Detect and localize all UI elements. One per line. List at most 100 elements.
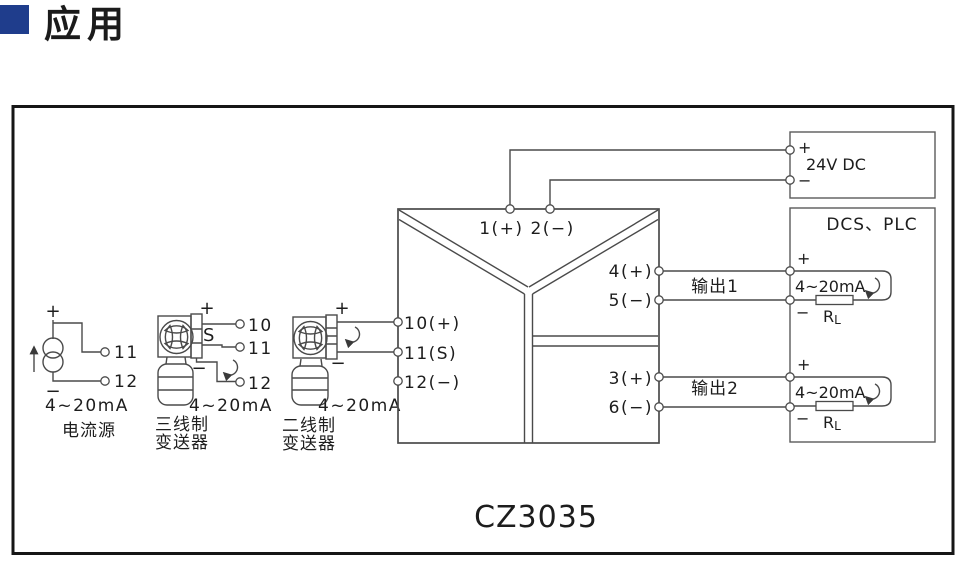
terminal-circle-5	[654, 295, 664, 305]
transmitter-base	[291, 365, 329, 406]
wire-to-11	[202, 344, 236, 348]
current-source: + 11 12 − 4~20mA 电流源	[29, 301, 139, 441]
power-plus-wire	[509, 149, 786, 205]
transmitter-base-lines	[292, 377, 328, 391]
terminal-circle-6	[654, 402, 664, 412]
section-accent-square	[0, 5, 29, 34]
transmitter-plus: +	[199, 298, 214, 319]
transmitter-head-icon	[159, 319, 194, 355]
input-terminal-10: 10(+)	[404, 314, 461, 334]
transmitter-minus: −	[191, 358, 206, 379]
terminal-circle-minus	[785, 175, 795, 185]
terminal-label-12: 12	[248, 374, 273, 394]
transmitter-name-line1: 二线制	[282, 416, 336, 436]
loop-box	[794, 376, 892, 407]
three-wire-transmitter: + S − 10 11 12 4~20mA 三线制 变送器	[155, 298, 273, 453]
loop-minus: −	[796, 409, 809, 428]
output-terminal-6: 6(−)	[609, 398, 653, 418]
power-minus: −	[798, 171, 811, 190]
current-source-range: 4~20mA	[45, 396, 129, 416]
loop-minus: −	[796, 303, 809, 322]
loop-arrow-icon	[222, 359, 239, 382]
wire-to-11	[53, 322, 101, 353]
terminal-label-11: 11	[114, 343, 139, 363]
dcs-plc-label: DCS、PLC	[826, 215, 917, 235]
terminal-circle-plus	[785, 266, 795, 276]
transmitter-range: 4~20mA	[318, 396, 402, 416]
current-source-name: 电流源	[62, 421, 116, 441]
terminal-circle-plus	[785, 145, 795, 155]
transmitter-plus: +	[334, 298, 349, 319]
loop-range: 4~20mA	[795, 383, 866, 402]
output-terminal-3: 3(+)	[609, 369, 653, 389]
power-minus-wire	[549, 179, 786, 205]
transmitter-s: S	[203, 325, 214, 346]
isolation-diagonals	[398, 209, 659, 295]
isolation-vertical-divider	[523, 294, 534, 443]
output-wires	[663, 270, 786, 408]
model-label: CZ3035	[474, 500, 598, 535]
terminal-circle-12	[393, 376, 403, 386]
terminal-circle-1	[505, 204, 515, 214]
terminal-circle-3	[654, 372, 664, 382]
current-source-symbol-top	[42, 337, 64, 359]
loop-arrow-icon	[864, 383, 881, 406]
terminal-circle-4	[654, 266, 664, 276]
page-title: 应用	[44, 3, 130, 46]
load-resistor	[815, 294, 854, 306]
load-r: R	[823, 413, 834, 432]
loop-plus: +	[797, 249, 810, 268]
wire-to-12	[195, 358, 236, 383]
terminal-circle-12	[100, 376, 110, 386]
power-supply-border	[789, 131, 936, 199]
terminal-circle-11	[393, 347, 403, 357]
transmitter-head-icon	[293, 320, 328, 356]
transmitter-name-line2: 变送器	[155, 433, 209, 453]
current-loop-2: + 4~20mA − RL	[785, 355, 892, 433]
terminal-circle-10	[393, 317, 403, 327]
two-wire-transmitter: + − 4~20mA 二线制 变送器	[282, 298, 402, 454]
terminal-label-11: 11	[248, 339, 273, 359]
current-loop-1: + 4~20mA − RL	[785, 249, 892, 327]
terminal-strip-dividers	[191, 328, 202, 344]
load-sub: L	[834, 419, 841, 433]
loop-range: 4~20mA	[795, 277, 866, 296]
transmitter-neck	[299, 358, 323, 367]
terminal-circle-11	[235, 342, 245, 352]
terminal-strip	[325, 314, 338, 360]
transmitter-name-line1: 三线制	[155, 415, 209, 435]
terminal-label-10: 10	[248, 316, 273, 336]
terminal-circle-plus	[785, 372, 795, 382]
current-source-symbol-bottom	[42, 351, 64, 373]
input-terminal-12: 12(−)	[404, 373, 461, 393]
input-terminal-11: 11(S)	[404, 344, 457, 364]
terminal-strip-dividers	[326, 327, 337, 345]
transmitter-base	[157, 363, 194, 406]
isolation-horizontal-divider	[532, 335, 658, 347]
power-terminals-label: 1(+) 2(−)	[479, 219, 575, 239]
terminal-label-12: 12	[114, 372, 139, 392]
diagram-frame	[11, 105, 955, 555]
isolator-block: 1(+) 2(−) 10(+) 11(S) 12(−) 4(+) 5(−) 3(…	[393, 204, 664, 444]
transmitter-base-lines	[158, 376, 193, 391]
output-terminal-5: 5(−)	[609, 291, 653, 311]
current-source-plus: +	[45, 301, 60, 322]
power-wiring	[509, 149, 786, 205]
transmitter-minus: −	[330, 353, 345, 374]
loop-arrow-icon	[344, 326, 361, 349]
current-source-minus: −	[45, 381, 60, 402]
terminal-circle-10	[235, 319, 245, 329]
terminal-circle-minus	[785, 295, 795, 305]
load-label: RL	[823, 413, 841, 433]
transmitter-range: 4~20mA	[189, 396, 273, 416]
loop-box	[794, 270, 892, 301]
load-resistor	[815, 400, 854, 412]
terminal-circle-minus	[785, 402, 795, 412]
output1-label: 输出1	[691, 277, 739, 297]
power-label: 24V DC	[806, 155, 866, 174]
terminal-circle-11	[100, 347, 110, 357]
wire-to-12	[52, 372, 101, 382]
output-terminal-4: 4(+)	[609, 262, 653, 282]
